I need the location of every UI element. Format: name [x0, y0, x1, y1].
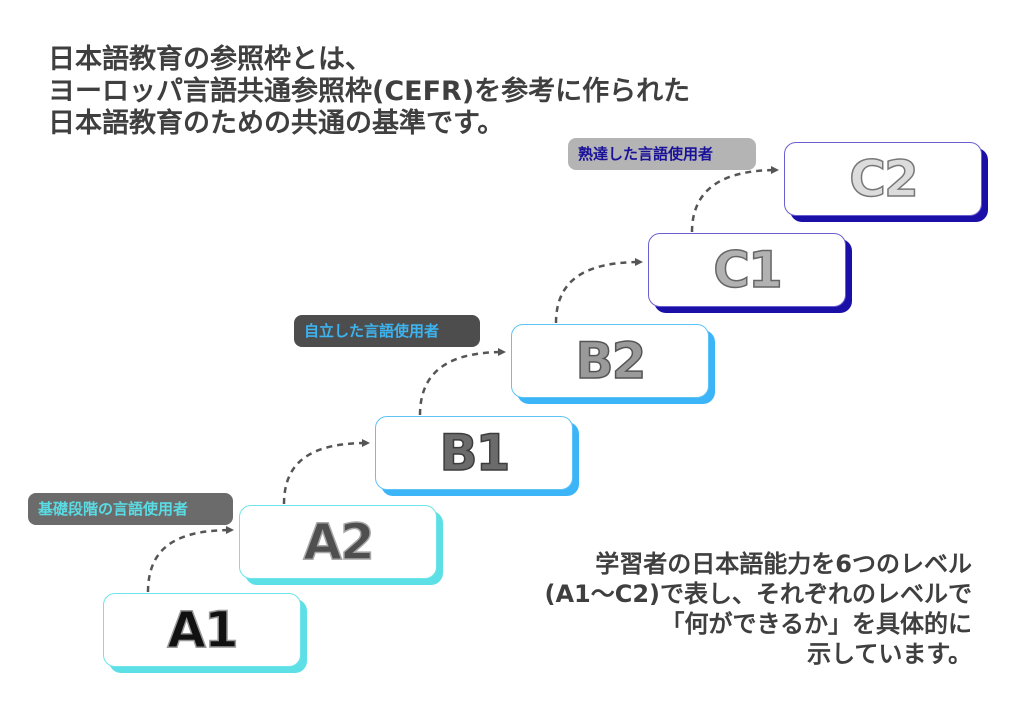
description-text: 学習者の日本語能力を6つのレベル (A1〜C2)で表し、それぞれのレベルで 「何…	[544, 549, 972, 669]
intro-text: 日本語教育の参照枠とは、 ヨーロッパ言語共通参照枠(CEFR)を参考に作られた …	[48, 44, 690, 140]
arrow-a2-b1	[282, 439, 370, 505]
level-label-c2: C2	[848, 149, 919, 209]
intro-line-2: ヨーロッパ言語共通参照枠(CEFR)を参考に作られた	[48, 76, 691, 107]
arrow-a1-a2	[146, 526, 234, 593]
description-line-1: 学習者の日本語能力を6つのレベル	[595, 550, 972, 578]
arrow-c1-c2	[690, 166, 779, 233]
level-box-b1: B1	[375, 416, 573, 490]
group-tag-independent: 自立した言語使用者	[294, 315, 480, 347]
level-box-a2: A2	[239, 505, 437, 579]
arrow-b1-b2	[418, 348, 506, 416]
level-box-b2: B2	[511, 324, 709, 398]
level-box-a1: A1	[103, 593, 301, 667]
group-tag-basic: 基礎段階の言語使用者	[28, 493, 233, 525]
arrow-b2-c1	[554, 258, 643, 324]
level-label-b2: B2	[575, 331, 647, 391]
level-label-b1: B1	[439, 423, 511, 483]
level-label-a2: A2	[303, 512, 376, 572]
intro-line-3: 日本語教育のための共通の基準です。	[48, 108, 505, 139]
description-line-2: (A1〜C2)で表し、それぞれのレベルで	[544, 580, 972, 608]
level-label-c1: C1	[712, 240, 783, 300]
level-box-c1: C1	[648, 233, 846, 307]
level-box-c2: C2	[784, 142, 982, 216]
intro-line-1: 日本語教育の参照枠とは、	[48, 44, 372, 75]
level-label-a1: A1	[167, 600, 240, 660]
description-line-4: 示しています。	[807, 640, 972, 668]
group-tag-proficient: 熟達した言語使用者	[568, 138, 756, 170]
description-line-3: 「何ができるか」を具体的に	[660, 610, 972, 638]
